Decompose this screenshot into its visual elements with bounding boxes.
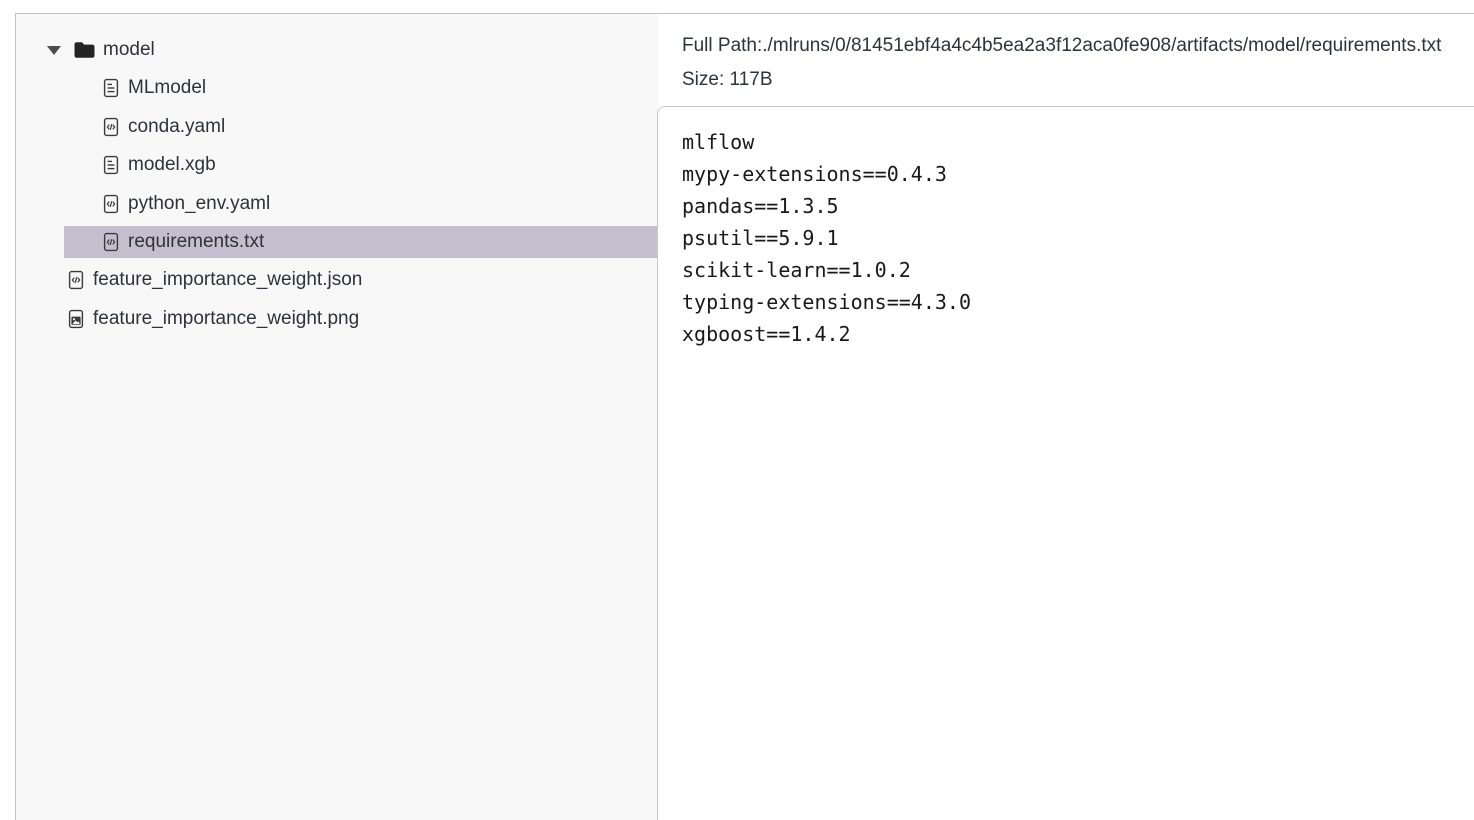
size-value: 117B xyxy=(729,69,773,90)
tree-node-requirements-txt[interactable]: requirements.txt xyxy=(64,226,672,258)
full-path-value: ./mlruns/0/81451ebf4a4c4b5ea2a3f12aca0fe… xyxy=(762,35,1442,56)
tree-node-python-env-yaml[interactable]: python_env.yaml xyxy=(64,188,672,220)
tree-node-label: feature_importance_weight.png xyxy=(93,308,360,329)
file-text-icon xyxy=(101,155,121,175)
artifact-tree-panel: model MLmodel conda.yaml model.xgb pytho xyxy=(16,14,672,820)
file-code-icon xyxy=(101,232,121,252)
file-code-icon xyxy=(101,194,121,214)
tree-node-model-folder[interactable]: model xyxy=(47,31,155,69)
tree-node-label: model.xgb xyxy=(128,154,216,175)
collapse-caret-icon[interactable] xyxy=(47,45,61,55)
tree-node-label: MLmodel xyxy=(128,77,207,98)
tree-node-mlmodel[interactable]: MLmodel xyxy=(64,72,672,104)
tree-node-feature-importance-json[interactable]: feature_importance_weight.json xyxy=(64,264,672,296)
artifact-full-path: Full Path:./mlruns/0/81451ebf4a4c4b5ea2a… xyxy=(682,34,1441,58)
file-code-icon xyxy=(66,270,86,290)
tree-node-label: conda.yaml xyxy=(128,116,226,137)
size-label: Size: xyxy=(682,69,725,90)
artifact-frame xyxy=(15,13,1474,820)
file-content: mlflow mypy-extensions==0.4.3 pandas==1.… xyxy=(682,130,971,346)
file-code-icon xyxy=(101,117,121,137)
tree-node-feature-importance-png[interactable]: feature_importance_weight.png xyxy=(64,303,672,335)
tree-node-conda-yaml[interactable]: conda.yaml xyxy=(64,111,672,143)
artifact-size: Size: 117B xyxy=(682,68,773,92)
tree-node-label: feature_importance_weight.json xyxy=(93,269,363,290)
folder-icon xyxy=(72,40,96,60)
artifact-content-box: mlflow mypy-extensions==0.4.3 pandas==1.… xyxy=(657,106,1474,820)
full-path-label: Full Path: xyxy=(682,35,763,56)
tree-node-label: requirements.txt xyxy=(128,231,265,252)
file-text-icon xyxy=(101,78,121,98)
file-image-icon xyxy=(66,309,86,329)
tree-node-label: model xyxy=(103,39,155,60)
tree-node-label: python_env.yaml xyxy=(128,193,271,214)
tree-node-model-xgb[interactable]: model.xgb xyxy=(64,149,672,181)
